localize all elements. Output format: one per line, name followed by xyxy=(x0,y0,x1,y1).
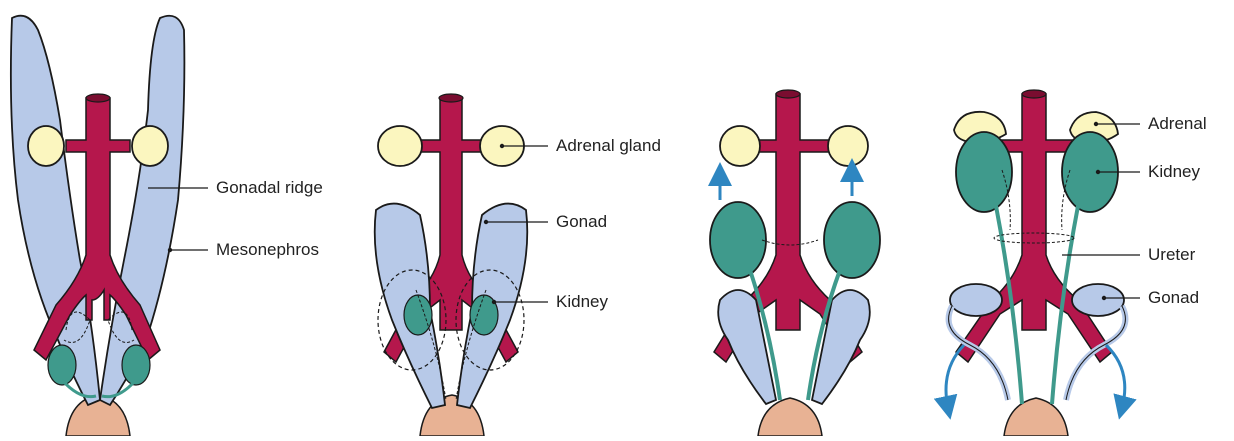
adrenal-right xyxy=(131,125,169,167)
panel-4 xyxy=(933,89,1140,437)
adrenal-left xyxy=(27,125,65,167)
panel-1 xyxy=(9,14,208,437)
label-mesonephros: Mesonephros xyxy=(216,240,320,259)
panel-3 xyxy=(708,89,881,437)
aorta xyxy=(33,97,161,362)
panel-2 xyxy=(373,93,548,437)
label-gonad: Gonad xyxy=(556,212,608,231)
label-ureter: Ureter xyxy=(1148,245,1196,264)
label-adrenal: Adrenal xyxy=(1148,114,1207,133)
aorta xyxy=(713,93,863,364)
label-gonadal-ridge: Gonadal ridge xyxy=(216,178,323,197)
mesonephros-left xyxy=(9,14,101,407)
aorta xyxy=(954,93,1113,364)
label-kidney: Kidney xyxy=(556,292,608,311)
label-gonad: Gonad xyxy=(1148,288,1200,307)
label-kidney: Kidney xyxy=(1148,162,1200,181)
label-adrenal-gland: Adrenal gland xyxy=(556,136,661,155)
